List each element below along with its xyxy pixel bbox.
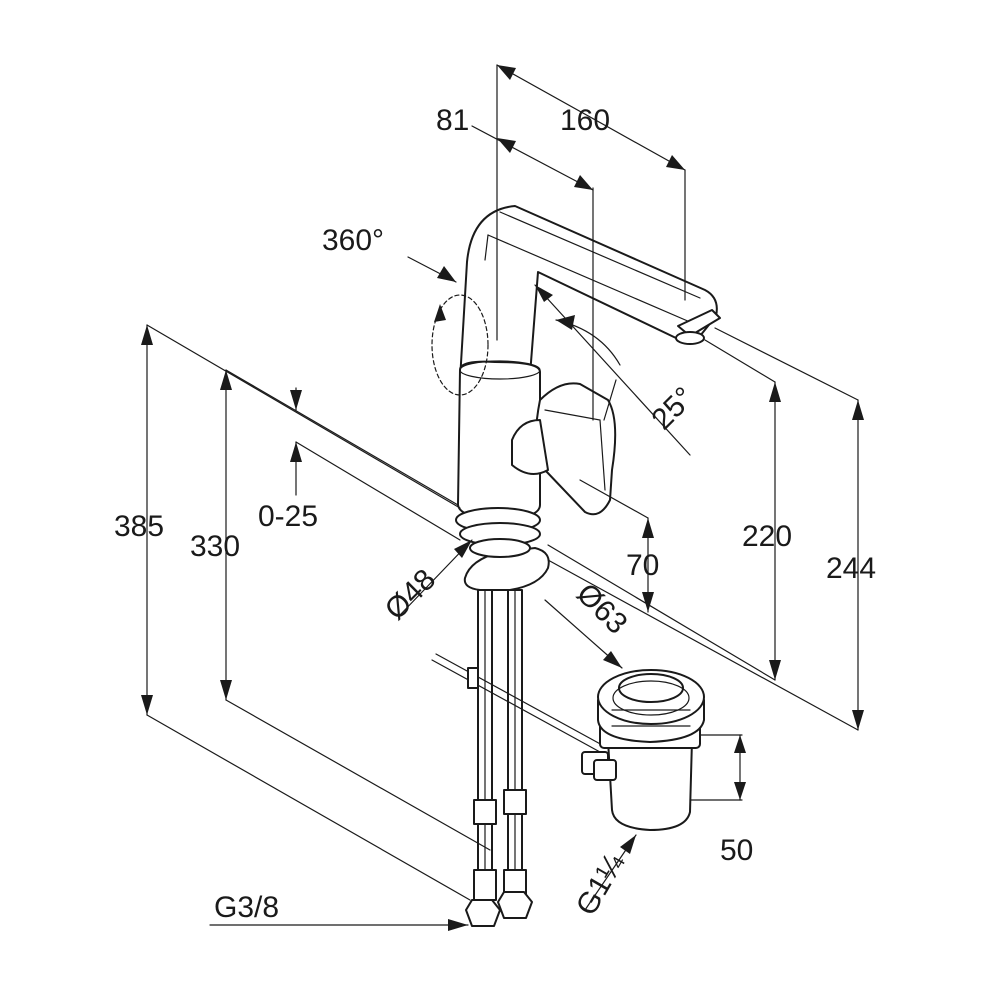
label-supply-thread: G3/8: [214, 891, 279, 924]
label-height-to-deck: 330: [190, 530, 240, 563]
label-top-height: 244: [826, 552, 876, 585]
drain-plug: [618, 673, 684, 703]
label-drain-height: 50: [720, 834, 753, 867]
lever-handle: [535, 382, 617, 516]
label-spout-reach: 160: [560, 104, 610, 137]
dimension-lines: [141, 64, 864, 931]
underdeck-parts: [431, 538, 605, 927]
label-lever-height: 70: [626, 549, 659, 582]
label-base-diameter: Ø48: [379, 563, 442, 626]
label-spout-height: 220: [742, 520, 792, 553]
hose-nut-right: [497, 891, 533, 919]
label-swivel: 360°: [322, 224, 384, 257]
spout: [459, 205, 718, 381]
label-lever-angle: 25°: [645, 381, 700, 436]
drain-assembly: [581, 669, 705, 831]
label-spout-offset: 81: [436, 104, 469, 137]
label-adjust-range: 0-25: [258, 500, 318, 533]
label-drain-thread: G1¼: [570, 847, 632, 921]
hose-nut-left: [465, 899, 501, 927]
faucet-body: [431, 205, 721, 546]
label-total-height: 385: [114, 510, 164, 543]
